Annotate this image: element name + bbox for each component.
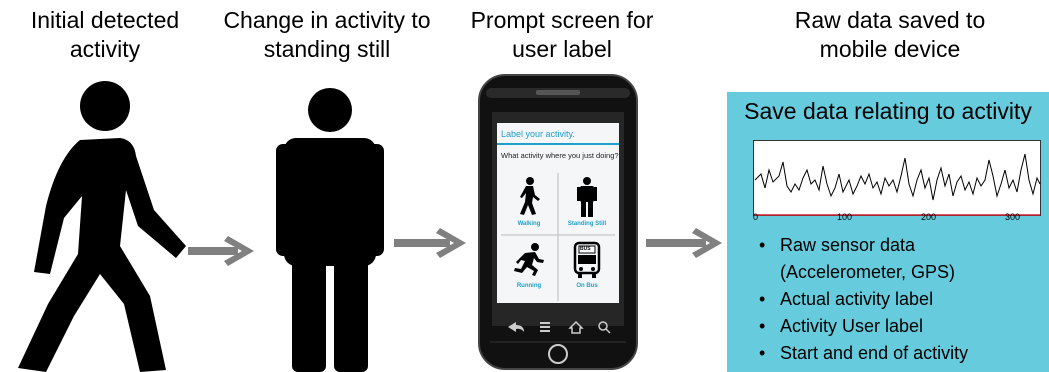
axis-tick: 300 (1005, 212, 1021, 222)
option-on-bus[interactable]: BUS On Bus (559, 239, 615, 299)
walking-icon (520, 177, 540, 215)
screen-title: Label your activity. (501, 129, 575, 139)
standing-icon (577, 177, 597, 217)
data-items-list: Raw sensor data (Accelerometer, GPS) Act… (755, 232, 1049, 367)
home-icon (568, 320, 584, 334)
sensor-signal-plot (753, 140, 1041, 216)
option-label: Standing Still (567, 221, 607, 227)
bus-sign: BUS (580, 246, 591, 252)
list-item: Raw sensor data (Accelerometer, GPS) (755, 232, 1030, 286)
plot-axis-ticks: 0 100 200 300 (753, 212, 1041, 226)
list-item: Actual activity label (755, 286, 1049, 313)
list-item: Start and end of activity (755, 340, 1049, 367)
arrow-right-icon (394, 228, 466, 258)
screen-question: What activity where you just doing? (501, 151, 619, 160)
arrow-right-icon (646, 228, 722, 258)
option-running[interactable]: Running (501, 239, 557, 299)
caption-raw-data-saved: Raw data saved to mobile device (794, 7, 986, 62)
axis-tick: 0 (753, 212, 759, 222)
caption-change-activity: Change in activity to standing still (223, 7, 431, 62)
axis-tick: 200 (921, 212, 937, 222)
option-walking[interactable]: Walking (501, 175, 557, 235)
running-icon (514, 243, 544, 276)
caption-initial-activity: Initial detected activity (30, 7, 180, 62)
search-icon (598, 321, 611, 334)
bus-icon (573, 241, 601, 278)
back-icon (508, 322, 524, 332)
option-label: Walking (517, 221, 541, 227)
walking-person-icon (18, 81, 186, 372)
list-item: Activity User label (755, 313, 1049, 340)
phone-screen: Label your activity. What activity where… (497, 123, 619, 303)
axis-tick: 100 (837, 212, 853, 222)
menu-icon (540, 322, 550, 332)
standing-person-icon (276, 88, 384, 372)
screen-divider (497, 143, 619, 145)
arrow-right-icon (188, 236, 254, 266)
save-data-panel: Save data relating to activity 0 100 200… (727, 92, 1049, 372)
caption-prompt-screen: Prompt screen for user label (470, 7, 654, 62)
panel-title: Save data relating to activity (744, 98, 1032, 124)
option-label: On Bus (576, 283, 598, 289)
phone-nav-bar (508, 320, 611, 334)
option-grid (501, 173, 615, 301)
option-label: Running (516, 283, 542, 289)
option-standing-still[interactable]: Standing Still (559, 175, 615, 235)
